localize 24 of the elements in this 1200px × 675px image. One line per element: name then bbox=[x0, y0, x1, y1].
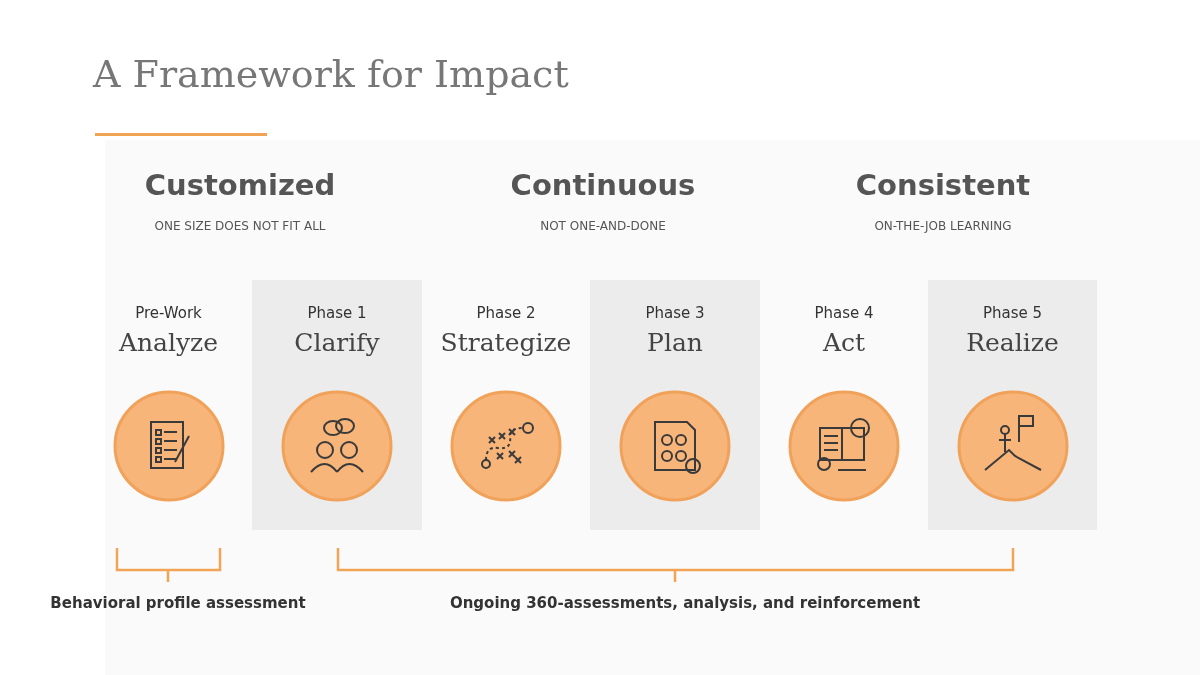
title: A Framework for Impact bbox=[93, 52, 569, 96]
subheading: ONE SIZE DOES NOT FIT ALL bbox=[153, 219, 327, 233]
phase-name: Plan bbox=[646, 328, 704, 357]
bracket-caption: Behavioral profile assessment bbox=[49, 594, 307, 612]
phase-name: Analyze bbox=[117, 328, 220, 357]
heading: Continuous bbox=[509, 168, 697, 202]
phase-name: Act bbox=[821, 328, 867, 357]
phase-panel bbox=[590, 280, 760, 530]
bracket-caption: Ongoing 360-assessments, analysis, and reinforcement bbox=[448, 594, 922, 612]
heading: Customized bbox=[143, 168, 337, 202]
phase-panel bbox=[928, 280, 1097, 530]
subheading: ON-THE-JOB LEARNING bbox=[873, 219, 1013, 233]
subheading: NOT ONE-AND-DONE bbox=[539, 219, 667, 233]
phase-number: Phase 2 bbox=[475, 304, 537, 322]
phase-number: Phase 3 bbox=[644, 304, 706, 322]
heading: Consistent bbox=[854, 168, 1032, 202]
phase-number: Phase 5 bbox=[981, 304, 1044, 322]
phase-number: Pre-Work bbox=[134, 304, 203, 322]
phase-name: Strategize bbox=[439, 328, 573, 357]
phase-number: Phase 1 bbox=[306, 304, 368, 322]
phase-name: Realize bbox=[965, 328, 1060, 357]
phase-name: Clarify bbox=[293, 328, 381, 357]
phase-panel bbox=[252, 280, 422, 530]
phase-number: Phase 4 bbox=[813, 304, 875, 322]
